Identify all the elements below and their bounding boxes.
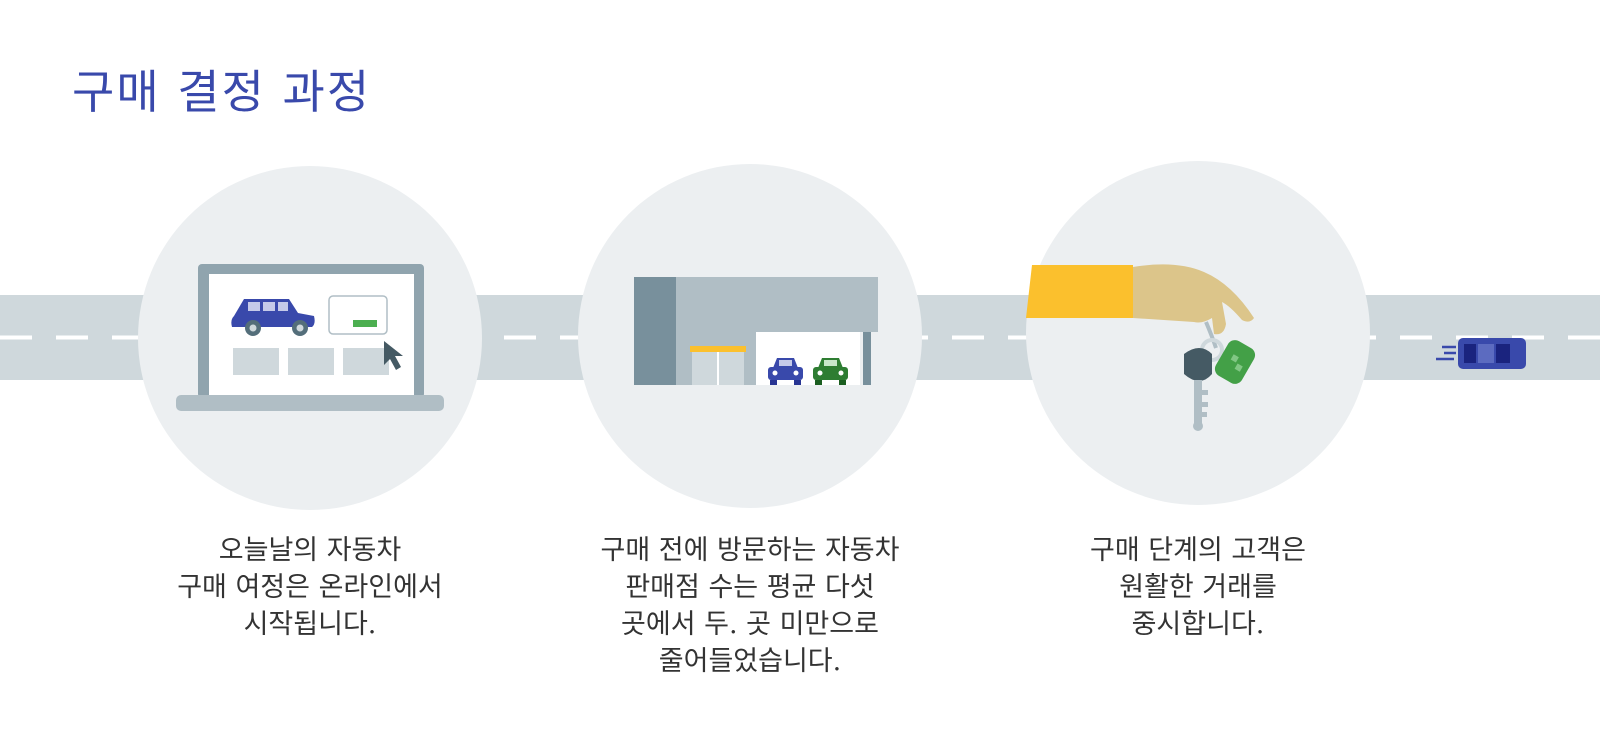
cursor-icon (384, 341, 403, 370)
step-3-circle (1026, 161, 1370, 505)
car-blue-icon (231, 299, 315, 336)
laptop-car-listing-icon (176, 264, 444, 411)
car-key-icon (1184, 348, 1212, 431)
key-fob-icon (1214, 340, 1256, 384)
moving-car-icon (1436, 338, 1526, 369)
dealership-icon (634, 277, 878, 385)
car-green-front-icon (813, 358, 848, 385)
step-1-caption: 오늘날의 자동차 구매 여정은 온라인에서 시작됩니다. (177, 535, 443, 640)
step-2-caption: 구매 전에 방문하는 자동차 판매점 수는 평균 다섯 곳에서 두. 곳 미만으… (600, 535, 900, 677)
step-3-caption: 구매 단계의 고객은 원활한 거래를 중시합니다. (1090, 535, 1306, 640)
page-title: 구매 결정 과정 (72, 65, 372, 119)
hand-holding-keys-icon (1026, 264, 1256, 431)
car-blue-front-icon (768, 358, 803, 385)
